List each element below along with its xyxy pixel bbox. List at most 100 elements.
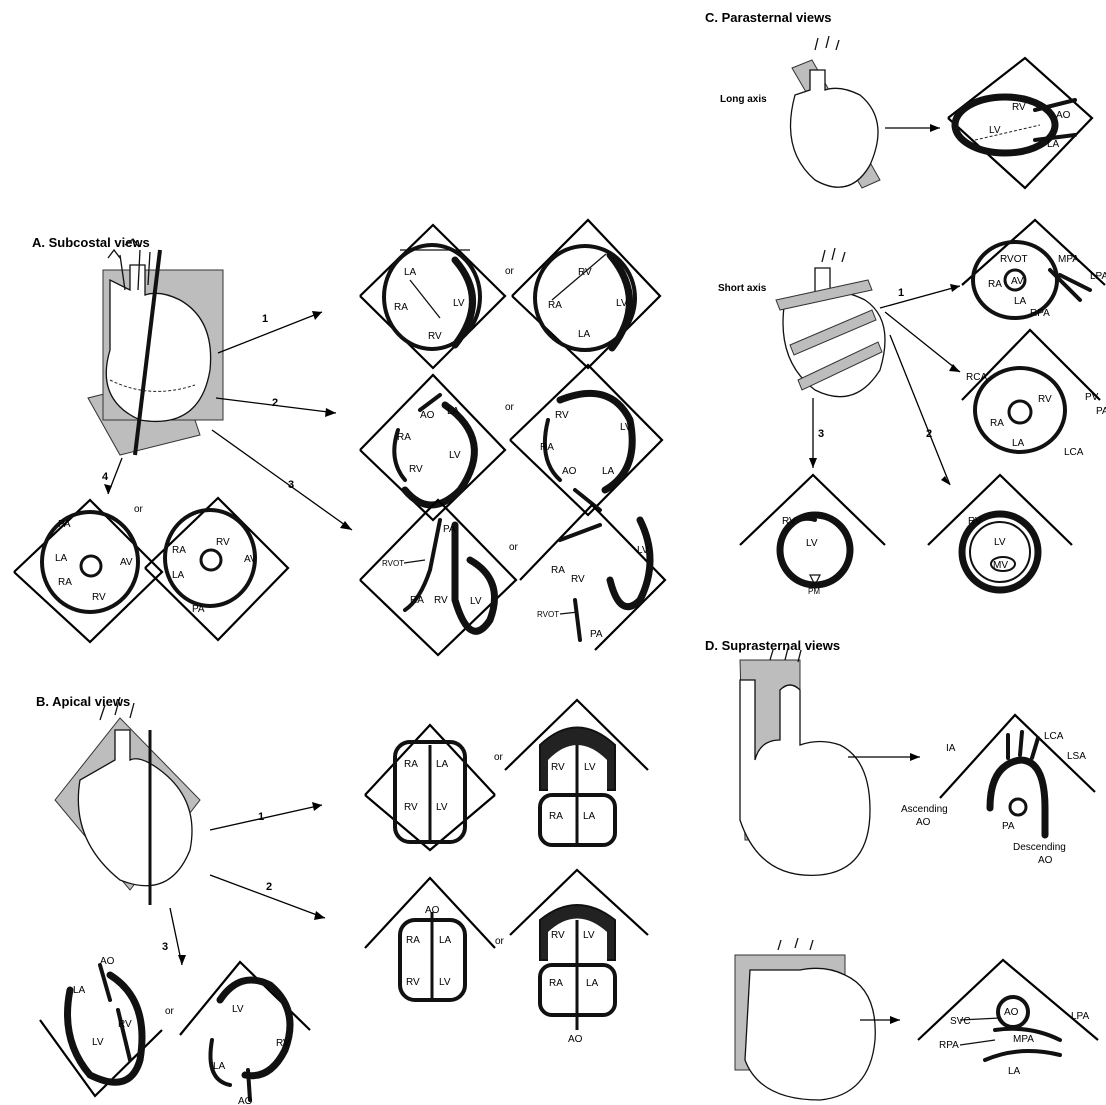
label: LV xyxy=(620,422,632,433)
parasternal-short-view-4: RV LV MV xyxy=(928,475,1072,590)
label: LCA xyxy=(1064,447,1084,458)
label: AV xyxy=(120,557,133,568)
label: RV xyxy=(1038,394,1052,405)
label: SVC xyxy=(950,1016,971,1027)
parasternal-long-heart-illustration xyxy=(791,36,881,188)
suprasternal-heart-illustration-2 xyxy=(735,938,875,1100)
label: LA xyxy=(586,978,599,989)
label: LV xyxy=(989,125,1001,136)
apical-view-2a: AO RA LA RV LV xyxy=(365,878,495,1000)
label: LCA xyxy=(1044,731,1064,742)
label: LA xyxy=(55,553,68,564)
label: RPA xyxy=(939,1040,959,1051)
label: RA xyxy=(58,577,72,588)
label: AO xyxy=(568,1034,583,1045)
label: LA xyxy=(213,1061,226,1072)
subcostal-heart-illustration xyxy=(88,239,223,455)
label: RA xyxy=(549,811,563,822)
label: PV xyxy=(1085,392,1099,403)
label: RV xyxy=(782,516,796,527)
label: AO xyxy=(1004,1007,1019,1018)
label: LA xyxy=(602,466,615,477)
label: LV xyxy=(470,596,482,607)
label: AO xyxy=(916,817,931,828)
label: LSA xyxy=(1067,751,1086,762)
label: RA xyxy=(990,418,1004,429)
label: IA xyxy=(946,743,956,754)
label: PA xyxy=(1096,406,1106,417)
label: RV xyxy=(968,516,982,527)
or-label: or xyxy=(134,504,144,515)
label: RCA xyxy=(966,372,987,383)
subcostal-view-4b: RA RV AV LA PA xyxy=(145,498,288,640)
subcostal-view-3a: PA RVOT RA RV LV xyxy=(360,500,516,655)
label: RV xyxy=(1012,102,1026,113)
apical-view-3b: LV RV LA AO xyxy=(180,962,310,1105)
or-label: or xyxy=(165,1006,175,1017)
label: LA xyxy=(439,935,452,946)
or-label: or xyxy=(505,266,515,277)
apical-arrow-1-label: 1 xyxy=(258,811,264,823)
parasternal-arrow-3-label: 3 xyxy=(818,428,824,440)
label: RV xyxy=(578,267,592,278)
apical-arrow-3-label: 3 xyxy=(162,941,168,953)
label: RV xyxy=(92,592,106,603)
label: AO xyxy=(238,1096,253,1105)
label: RV xyxy=(276,1038,290,1049)
label: RV xyxy=(404,802,418,813)
or-label: or xyxy=(505,402,515,413)
subcostal-view-2a: AO LA RA RV LV xyxy=(360,375,505,520)
label: RV xyxy=(428,331,442,342)
label: AO xyxy=(1038,855,1053,866)
label: RA xyxy=(410,595,424,606)
label: Ascending xyxy=(901,804,948,815)
label: LV xyxy=(232,1004,244,1015)
label: RA xyxy=(549,978,563,989)
label: RV xyxy=(406,977,420,988)
section-a-title: A. Subcostal views xyxy=(32,235,150,250)
label: RA xyxy=(548,300,562,311)
label: LA xyxy=(172,570,185,581)
parasternal-arrow-1-label: 1 xyxy=(898,287,904,299)
subcostal-arrow-2-label: 2 xyxy=(272,397,278,409)
label: Descending xyxy=(1013,842,1066,853)
apical-heart-illustration xyxy=(55,697,200,905)
label: LA xyxy=(436,759,449,770)
label: RA xyxy=(406,935,420,946)
subcostal-view-1a: LA RA LV RV xyxy=(360,225,505,368)
label: LV xyxy=(584,762,596,773)
apical-arrow-2-label: 2 xyxy=(266,881,272,893)
label: LV xyxy=(583,930,595,941)
suprasternal-heart-illustration-1 xyxy=(740,648,870,875)
label: LA xyxy=(1047,139,1060,150)
label: AV xyxy=(244,554,257,565)
label: AO xyxy=(425,905,440,916)
subcostal-view-1b: RV RA LV LA xyxy=(512,220,660,368)
label: RV xyxy=(551,762,565,773)
label: RVOT xyxy=(382,559,404,568)
label: AO xyxy=(100,956,115,967)
label: LV xyxy=(806,538,818,549)
label: RV xyxy=(434,595,448,606)
label: RA xyxy=(394,302,408,313)
label: RA xyxy=(551,565,565,576)
suprasternal-arch-view: LCA IA LSA Ascending AO PA Descending AO xyxy=(901,715,1095,866)
apical-view-3a: AO LA RV LV xyxy=(40,956,162,1096)
short-axis-label: Short axis xyxy=(718,283,767,294)
label: AV xyxy=(1011,276,1024,287)
label: PA xyxy=(58,519,71,530)
label: LV xyxy=(449,450,461,461)
or-label: or xyxy=(509,542,519,553)
label: RA xyxy=(988,279,1002,290)
label: LV xyxy=(616,298,628,309)
label: RV xyxy=(118,1019,132,1030)
label: LA xyxy=(1014,296,1027,307)
label: RV xyxy=(555,410,569,421)
apical-view-1a: RA LA RV LV xyxy=(365,725,495,850)
parasternal-long-view: RV AO LV LA xyxy=(948,58,1092,188)
or-label: or xyxy=(494,752,504,763)
label: MPA xyxy=(1058,254,1079,265)
label: AO xyxy=(420,410,435,421)
label: PA xyxy=(443,524,456,535)
